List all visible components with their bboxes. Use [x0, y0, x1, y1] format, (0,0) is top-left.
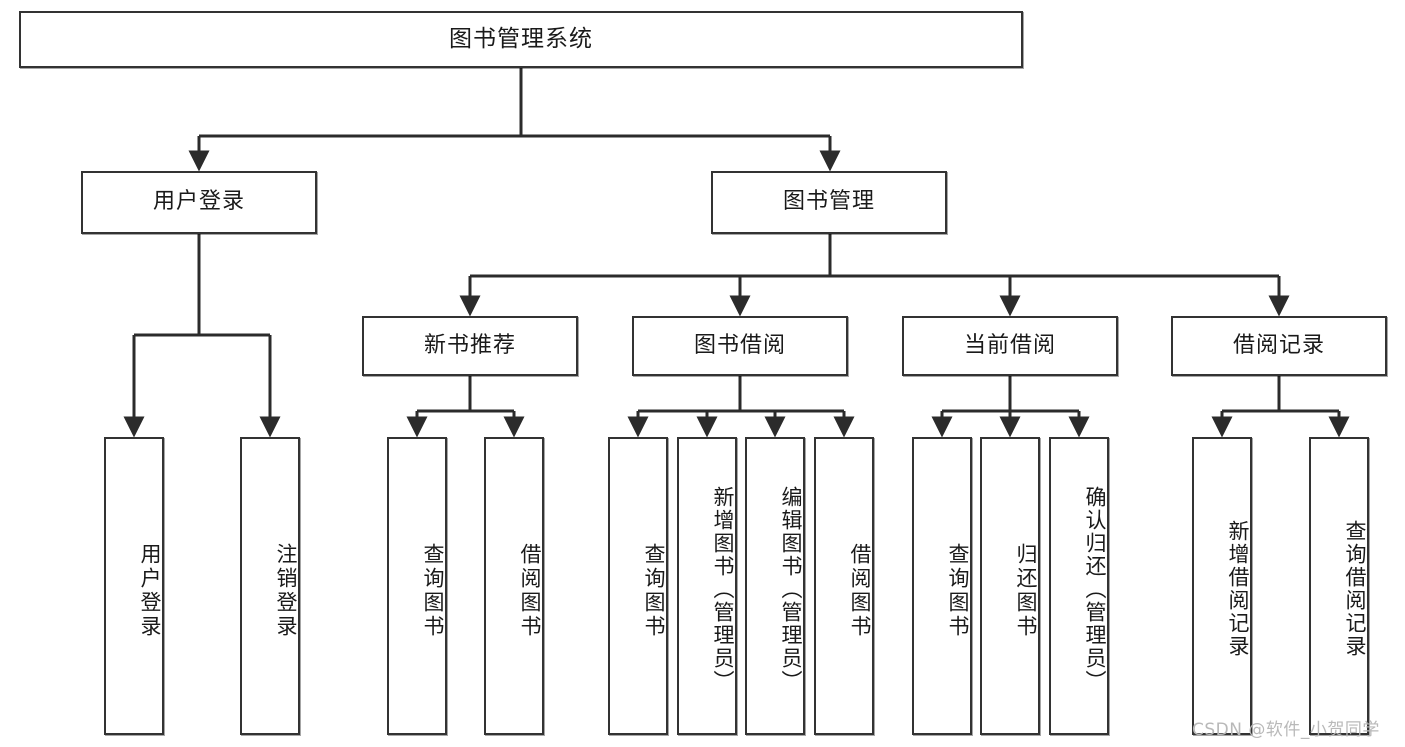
leaf-edit-book-label: 编辑图书（管理员） [779, 485, 803, 693]
node-new-book-recommend-label: 新书推荐 [423, 332, 516, 358]
leaf-logout-label: 注销登录 [274, 543, 298, 639]
leaf-query-borrow-record-label: 查询借阅记录 [1343, 520, 1367, 658]
leaf-borrow-book[interactable]: 借阅图书 [814, 437, 874, 735]
node-book-borrow-label: 图书借阅 [693, 332, 786, 358]
node-book-borrow[interactable]: 图书借阅 [632, 316, 848, 376]
node-root[interactable]: 图书管理系统 [19, 11, 1023, 68]
leaf-query-borrow-record[interactable]: 查询借阅记录 [1309, 437, 1369, 735]
node-root-label: 图书管理系统 [449, 25, 593, 52]
leaf-borrow-book-recommend[interactable]: 借阅图书 [484, 437, 544, 735]
node-current-borrow-label: 当前借阅 [963, 332, 1056, 358]
leaf-query-book-recommend-label: 查询图书 [421, 543, 445, 639]
leaf-add-book[interactable]: 新增图书（管理员） [677, 437, 737, 735]
leaf-return-book[interactable]: 归还图书 [980, 437, 1040, 735]
leaf-borrow-book-label: 借阅图书 [848, 543, 872, 639]
node-borrow-record-label: 借阅记录 [1232, 332, 1325, 358]
node-book-management[interactable]: 图书管理 [711, 171, 947, 234]
leaf-add-borrow-record-label: 新增借阅记录 [1226, 520, 1250, 658]
node-user-login-label: 用户登录 [152, 189, 245, 215]
node-borrow-record[interactable]: 借阅记录 [1171, 316, 1387, 376]
node-current-borrow[interactable]: 当前借阅 [902, 316, 1118, 376]
leaf-query-book-borrow[interactable]: 查询图书 [608, 437, 668, 735]
leaf-add-borrow-record[interactable]: 新增借阅记录 [1192, 437, 1252, 735]
leaf-query-book-borrow-label: 查询图书 [642, 543, 666, 639]
watermark-text: CSDN @软件_小贺同学 [1192, 720, 1380, 740]
leaf-return-book-label: 归还图书 [1014, 543, 1038, 639]
leaf-query-book-current[interactable]: 查询图书 [912, 437, 972, 735]
node-book-management-label: 图书管理 [782, 189, 875, 215]
leaf-add-book-label: 新增图书（管理员） [711, 485, 735, 693]
leaf-query-book-current-label: 查询图书 [946, 543, 970, 639]
leaf-query-book-recommend[interactable]: 查询图书 [387, 437, 447, 735]
leaf-edit-book[interactable]: 编辑图书（管理员） [745, 437, 805, 735]
node-new-book-recommend[interactable]: 新书推荐 [362, 316, 578, 376]
leaf-user-login-label: 用户登录 [138, 543, 162, 639]
leaf-logout[interactable]: 注销登录 [240, 437, 300, 735]
leaf-confirm-return-label: 确认归还（管理员） [1083, 485, 1107, 693]
leaf-confirm-return[interactable]: 确认归还（管理员） [1049, 437, 1109, 735]
leaf-borrow-book-recommend-label: 借阅图书 [518, 543, 542, 639]
leaf-user-login[interactable]: 用户登录 [104, 437, 164, 735]
node-user-login[interactable]: 用户登录 [81, 171, 317, 234]
